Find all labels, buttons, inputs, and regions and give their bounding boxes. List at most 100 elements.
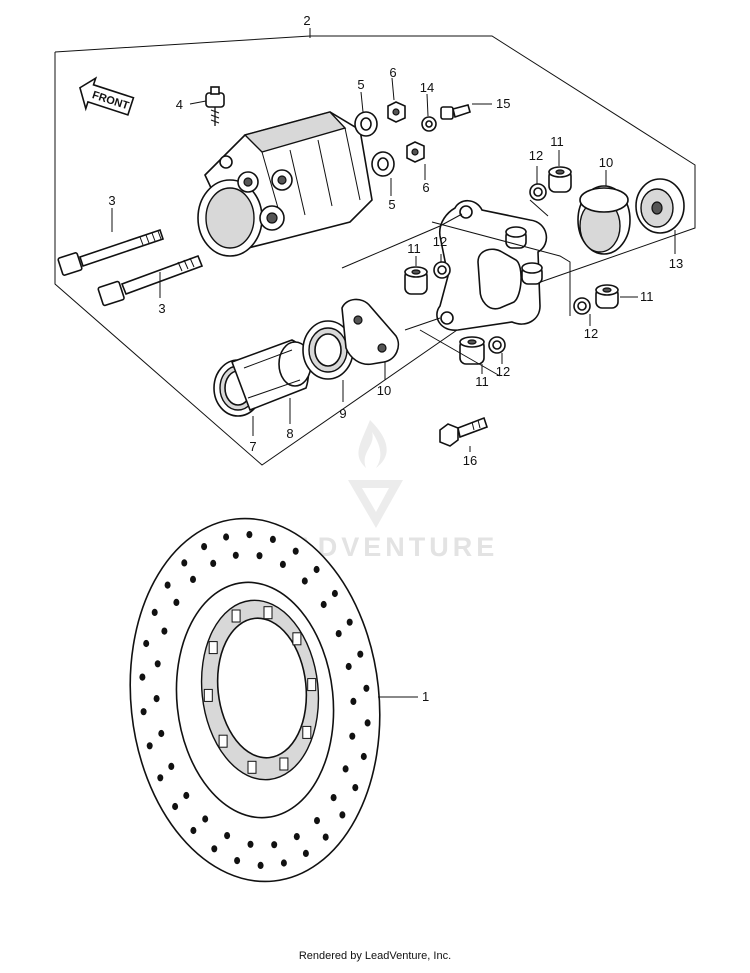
disc-hole <box>331 589 338 598</box>
disc-hole <box>280 859 287 867</box>
o-ring-a <box>433 261 451 279</box>
disc-hole <box>269 535 276 544</box>
disc-hole <box>352 784 359 792</box>
callout-3b: 3 <box>158 301 165 316</box>
disc-hole <box>224 832 231 840</box>
nut-lower <box>406 141 425 163</box>
disc-hole <box>342 765 349 773</box>
callout-16: 16 <box>463 453 477 468</box>
disc-hole <box>313 565 320 574</box>
bushing-c <box>595 284 619 309</box>
disc-hole <box>139 673 146 681</box>
disc-hole <box>346 618 353 626</box>
disc-hole <box>339 811 346 819</box>
hub-bolt-holes <box>203 606 317 774</box>
callout-13: 13 <box>669 256 683 271</box>
hub-slot <box>307 678 317 692</box>
disc-hole <box>293 833 300 841</box>
callout-8: 8 <box>286 426 293 441</box>
callout-12a: 12 <box>529 148 543 163</box>
disc-hole <box>172 802 179 811</box>
mounting-bolt-lower <box>97 254 204 307</box>
disc-hole <box>158 729 165 738</box>
disc-hole <box>143 639 150 648</box>
callout-11a: 11 <box>550 134 564 149</box>
disc-hole <box>168 762 175 771</box>
dust-cap-part <box>577 185 631 255</box>
disc-hole <box>201 543 208 551</box>
o-ring-c <box>573 297 591 315</box>
brake-disc-part <box>129 517 381 883</box>
disc-hole <box>271 841 278 849</box>
disc-hole <box>357 650 364 658</box>
callout-6a: 6 <box>389 65 396 80</box>
callout-15: 15 <box>496 96 510 111</box>
hub-slot <box>292 632 302 646</box>
disc-hole <box>153 695 160 703</box>
callout-5b: 5 <box>388 197 395 212</box>
disc-hole <box>257 861 264 870</box>
footer-credit: Rendered by LeadVenture, Inc. <box>298 950 452 962</box>
disc-hole <box>157 774 164 782</box>
bracket-bolt-part <box>439 416 489 447</box>
callout-11c: 11 <box>640 289 654 304</box>
caliper-body-part <box>197 111 373 257</box>
bushing-f <box>521 262 543 285</box>
disc-hole <box>322 833 329 841</box>
callout-2: 2 <box>303 13 310 28</box>
disc-hole <box>146 742 153 750</box>
cap-plug-part <box>635 178 685 234</box>
callout-10a: 10 <box>599 155 613 170</box>
leader-lines <box>111 77 676 698</box>
bleeder-valve-part <box>189 86 225 126</box>
callout-labels: 2 4 5 6 14 15 5 6 3 3 12 11 10 13 11 12 … <box>108 13 683 704</box>
callout-5a: 5 <box>357 77 364 92</box>
disc-hole <box>181 559 188 567</box>
disc-hole <box>320 600 327 609</box>
front-arrow-icon: FRONT <box>79 76 135 116</box>
disc-hole <box>335 630 342 638</box>
callout-11b: 11 <box>407 241 421 256</box>
disc-hole <box>173 598 180 607</box>
hub-slot <box>302 725 312 739</box>
nut-upper <box>387 101 406 123</box>
disc-hole <box>349 732 356 740</box>
disc-hole <box>363 684 370 692</box>
disc-hole <box>345 662 352 671</box>
callout-11d: 11 <box>475 374 489 389</box>
bushing-d <box>459 336 485 365</box>
disc-hole <box>211 845 218 853</box>
small-screw-part <box>440 103 492 120</box>
callout-3a: 3 <box>108 193 115 208</box>
disc-hole <box>301 577 308 585</box>
disc-hole <box>164 581 171 589</box>
disc-hole <box>232 551 239 559</box>
washer-upper <box>354 111 378 137</box>
mounting-bolt-upper <box>57 228 165 276</box>
assembly-guide-lines <box>341 199 571 377</box>
disc-hole <box>360 752 367 761</box>
callout-1: 1 <box>422 689 429 704</box>
callout-4: 4 <box>176 97 183 112</box>
disc-hole <box>350 697 357 706</box>
callout-6b: 6 <box>422 180 429 195</box>
disc-hole <box>330 794 337 802</box>
hub-slot <box>263 606 273 620</box>
hub-slot <box>208 641 218 655</box>
disc-hole <box>292 547 299 555</box>
disc-hole <box>190 826 197 835</box>
disc-hole <box>256 552 263 560</box>
callout-14: 14 <box>420 80 434 95</box>
disc-hole <box>246 531 253 539</box>
disc-hole <box>151 608 158 617</box>
assembly-outline <box>54 28 696 466</box>
disc-hole <box>190 575 196 584</box>
callout-7: 7 <box>249 439 256 454</box>
callout-12b: 12 <box>433 234 447 249</box>
bushing-e <box>505 226 527 249</box>
disc-hole <box>210 559 217 568</box>
disc-hole <box>314 817 320 825</box>
disc-hole <box>364 719 371 727</box>
disc-hole <box>234 857 241 865</box>
disc-hole <box>183 791 190 800</box>
